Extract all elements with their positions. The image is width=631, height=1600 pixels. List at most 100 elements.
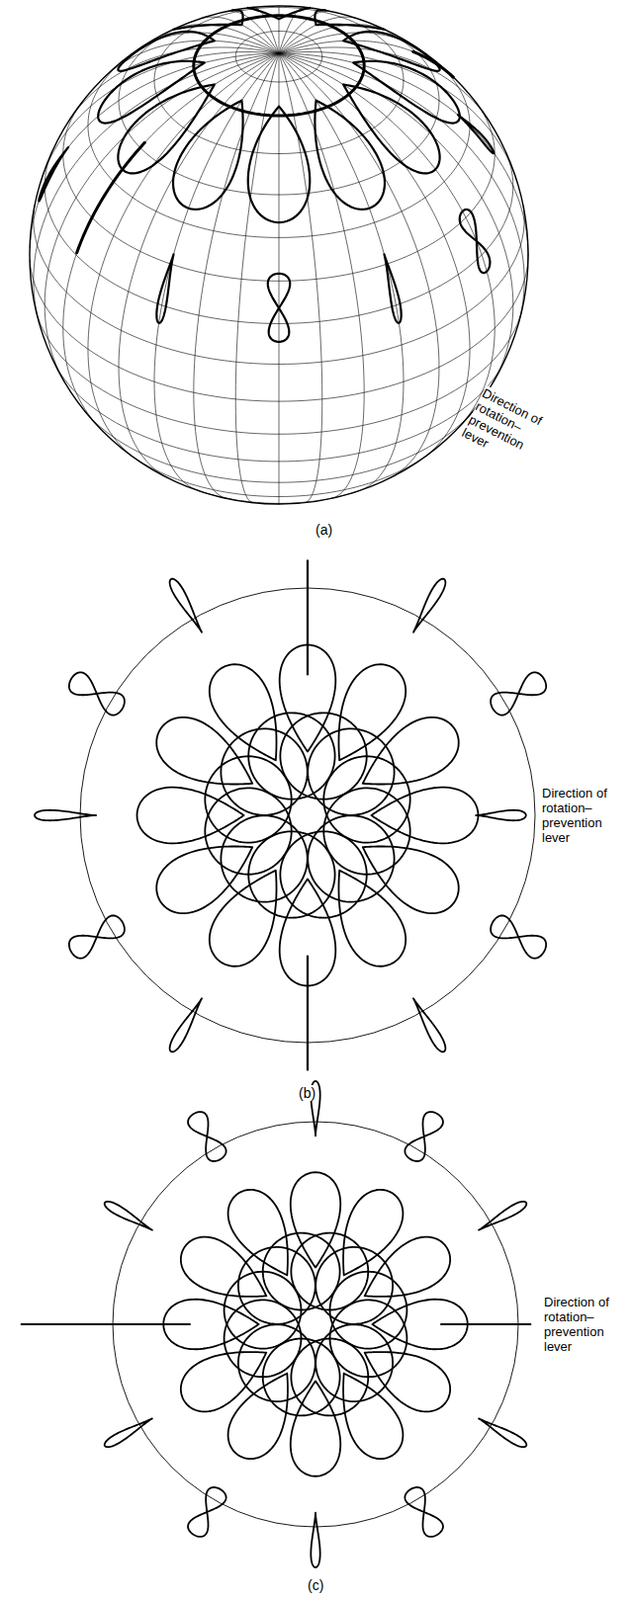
meridian-line [278,53,514,383]
trajectory-curve [209,664,277,761]
trajectory-curve [364,1238,451,1298]
trajectory-curve [307,728,394,815]
trajectory-curve [362,718,459,786]
trajectory-curve [279,831,366,918]
trajectory-curve [170,579,202,633]
parallel-line [88,59,470,238]
trajectory-curve [180,1238,267,1298]
trajectory-curve [314,100,385,210]
trajectory-curve [156,846,253,914]
trajectory-curve [173,9,244,30]
trajectory-curve [34,811,96,821]
meridian-line [278,53,495,429]
trajectory-curve [104,1202,153,1232]
parallel-line [193,15,364,116]
trajectory-curve [307,815,394,902]
trajectory-curve [441,1324,531,1327]
panel-caption: (a) [313,522,335,539]
sphere-grid [29,5,529,505]
trajectory-curve [330,1300,408,1378]
trajectory-curve [338,664,406,761]
trajectory-curve [310,1514,320,1569]
meridian-line [63,53,279,429]
trajectory-curve [315,1248,393,1326]
trajectory-curve [413,51,454,78]
trajectory-curve [478,1202,527,1232]
trajectory-curve [459,209,491,273]
annotation-label: Direction of rotation–prevention lever [541,786,616,846]
trajectory-curve [362,846,459,914]
trajectory-curve [69,672,125,716]
trajectory-curve [290,1340,368,1418]
trajectory-curve [413,998,446,1053]
trajectory-curve [156,718,253,786]
trajectory-curve [170,998,202,1053]
sphere-outline [29,5,529,505]
trajectory-curve [238,1248,316,1326]
parallel-line [35,310,523,436]
trajectory-curve [478,1419,527,1448]
trajectory-curve [38,147,69,202]
trajectory-curve [343,31,441,72]
trajectory-curve [279,713,366,800]
trajectory-curve [180,1352,267,1413]
trajectory-curve [268,273,290,343]
trajectory-curve [315,1325,393,1403]
trajectory-curve [104,1419,153,1448]
meridian-line [44,53,279,383]
trajectory-curve [404,1488,444,1538]
trajectory-curve [413,579,446,633]
trajectory-curve [490,672,546,716]
parallel-line [29,255,529,402]
panel-caption: (b) [296,1085,318,1102]
trajectory-curve [457,114,494,154]
trajectory-curve [490,915,546,959]
trajectory-curve [364,1352,451,1413]
trajectory-curve [314,9,385,30]
parallel-line [33,204,525,364]
trajectory-curve [404,1112,444,1163]
annotation-label: Direction of rotation–prevention lever [459,385,552,472]
trajectory-curve [238,1325,316,1403]
trajectory-curve [173,100,244,210]
trajectory-curve [77,142,146,253]
meridian-line [278,53,440,478]
trajectory-curve [248,7,310,19]
trajectory-curve [475,811,527,821]
trajectory-curve [306,957,309,1072]
panel-caption: (c) [305,1578,326,1595]
parallel-line [85,411,473,483]
annotation-label: Direction of rotation–prevention lever [543,1295,618,1355]
trajectory-curve [343,1374,403,1460]
trajectory-curve [248,106,311,224]
sphere-trajectories [38,7,494,343]
trajectory-curve [306,560,309,675]
parallel-line [235,31,323,83]
trajectory-curve [187,1112,227,1163]
trajectory-curve [323,756,410,843]
parallel-line [128,453,430,498]
trajectory-curve [224,1300,302,1378]
trajectory-curve [204,788,291,875]
trajectory-curve [220,728,307,815]
trajectory-ring [193,15,364,116]
meridian-line [278,5,280,54]
trajectory-curve [187,1488,227,1538]
trajectory-curve [383,254,401,323]
meridian-line [278,53,280,505]
trajectory-pattern [21,1081,532,1569]
parallel-line [53,361,504,462]
trajectory-curve [209,871,277,968]
trajectory-curve [21,1324,190,1327]
trajectory-curve [343,1190,403,1276]
trajectory-curve [338,871,406,968]
trajectory-curve [220,815,307,902]
trajectory-curve [97,61,205,124]
trajectory-curve [228,1190,288,1276]
trajectory-pattern [34,560,546,1071]
trajectory-curve [263,1234,341,1312]
trajectory-curve [156,254,174,323]
parallel-line [63,102,495,281]
trajectory-curve [228,1374,288,1460]
